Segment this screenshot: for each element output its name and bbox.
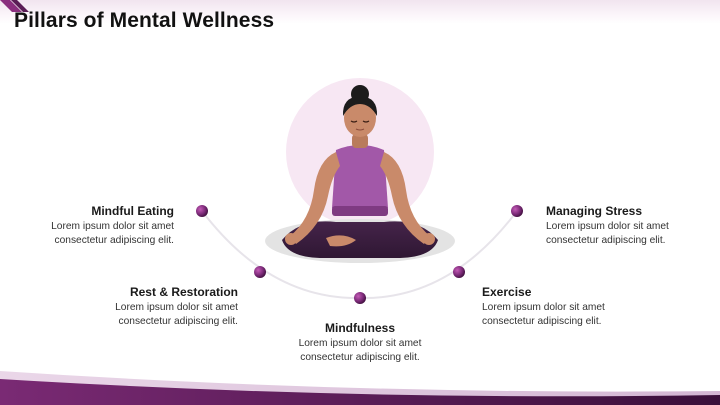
- managing-stress-dot-icon: [511, 205, 523, 217]
- pillar-title: Exercise: [482, 285, 532, 299]
- pillar-description-line: Lorem ipsum dolor sit amet: [51, 221, 174, 232]
- pillar-description-line: consectetur adipiscing elit.: [546, 235, 666, 246]
- pillar-managing-stress: Managing Stress Lorem ipsum dolor sit am…: [546, 204, 720, 247]
- pillar-mindful-eating: Mindful Eating Lorem ipsum dolor sit ame…: [0, 204, 174, 247]
- pillar-description-line: consectetur adipiscing elit.: [54, 235, 174, 246]
- pillar-description-line: consectetur adipiscing elit.: [118, 316, 238, 327]
- pillar-mindfulness: Mindfulness Lorem ipsum dolor sit amet c…: [270, 321, 450, 364]
- pillar-title: Mindfulness: [324, 321, 395, 335]
- mindful-eating-dot-icon: [196, 205, 208, 217]
- pillar-title: Rest & Restoration: [129, 285, 238, 299]
- pillar-title: Managing Stress: [546, 204, 643, 218]
- pillar-description-line: Lorem ipsum dolor sit amet: [482, 302, 605, 313]
- pillar-exercise: Exercise Lorem ipsum dolor sit amet cons…: [482, 285, 662, 328]
- bottom-decorative-wave: [0, 371, 720, 405]
- pillar-description-line: consectetur adipiscing elit.: [300, 352, 420, 363]
- corner-stripes-icon: [0, 0, 29, 12]
- exercise-dot-icon: [453, 266, 465, 278]
- meditating-woman-illustration: [282, 85, 438, 258]
- pillar-description-line: consectetur adipiscing elit.: [482, 316, 602, 327]
- mindfulness-dot-icon: [354, 292, 366, 304]
- top-decorative-band: [0, 0, 720, 24]
- pillar-rest-restoration: Rest & Restoration Lorem ipsum dolor sit…: [58, 285, 238, 328]
- pillar-description-line: Lorem ipsum dolor sit amet: [298, 338, 422, 349]
- page-title: Pillars of Mental Wellness: [14, 9, 275, 32]
- pillar-title: Mindful Eating: [91, 204, 174, 218]
- pillar-description-line: Lorem ipsum dolor sit amet: [115, 302, 238, 313]
- rest-restoration-dot-icon: [254, 266, 266, 278]
- pillar-description-line: Lorem ipsum dolor sit amet: [546, 221, 669, 232]
